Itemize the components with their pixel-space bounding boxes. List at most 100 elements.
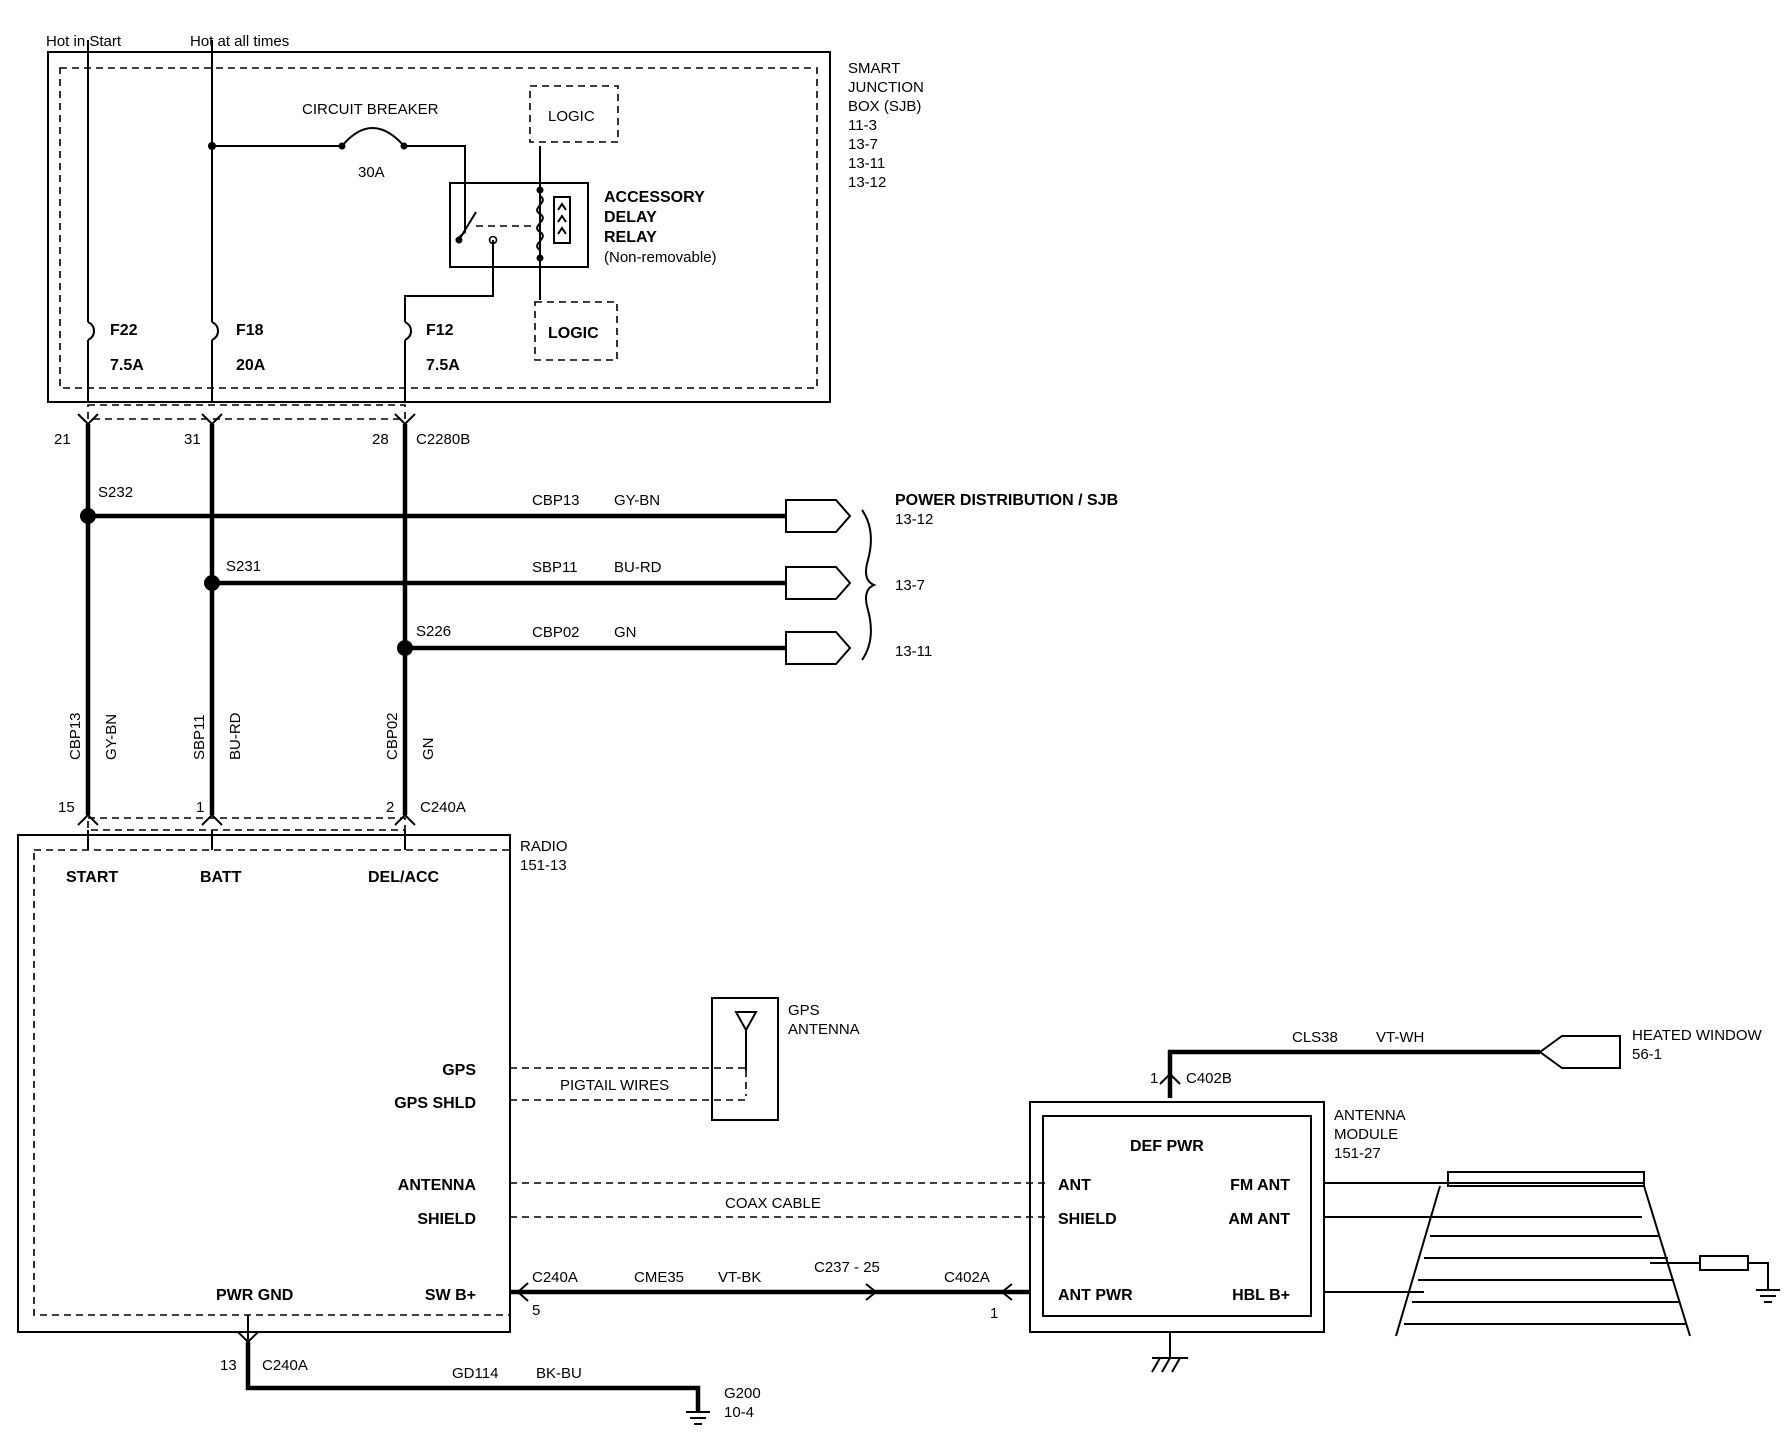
connector-arrow (77, 813, 99, 826)
circuit-label: CBP02 (532, 624, 580, 641)
connector-arrow (516, 1282, 529, 1302)
relay-label-line: DELAY (604, 209, 657, 226)
relay-switch-pivot (455, 236, 463, 244)
radio-module: RADIO 151-13 START BATT DEL/ACC GPS GPS … (17, 834, 568, 1333)
splice-s232-branch: S232 CBP13 GY-BN (80, 484, 852, 533)
connector-arrow (394, 813, 416, 826)
sjb-title-line: SMART (848, 60, 900, 77)
gps-antenna-title: GPS (788, 1002, 820, 1019)
sjb-title-line: 13-11 (848, 155, 885, 172)
antenna-pin-hbl-b: HBL B+ (1232, 1287, 1290, 1304)
antenna-pin-def-pwr: DEF PWR (1130, 1138, 1204, 1155)
fuse-id: F12 (426, 322, 454, 339)
logic-block-bottom (534, 301, 618, 361)
wire-color-label: VT-WH (1376, 1029, 1424, 1046)
connector-label: C402B (1186, 1070, 1232, 1087)
relay-switch-arm (458, 211, 477, 241)
wire-color-label: VT-BK (718, 1269, 761, 1286)
fuse-rating: 20A (236, 357, 266, 374)
wire-color-label: BU-RD (227, 712, 244, 760)
connector-label: C240A (532, 1269, 578, 1286)
wire-color-label: GN (420, 738, 437, 761)
radio-pin-start: START (66, 869, 118, 886)
pin-number: 5 (532, 1302, 540, 1319)
smart-junction-box: Hot in Start Hot at all times SMART JUNC… (46, 33, 924, 403)
page-connector-arrow (1538, 1035, 1621, 1069)
gps-antenna-box (711, 997, 779, 1121)
swb-wire: C240A 5 CME35 VT-BK C237 - 25 C402A 1 (510, 1259, 1030, 1322)
connector-arrow (201, 813, 223, 826)
coax-cable-label: COAX CABLE (725, 1195, 821, 1212)
antenna-pin-fm-ant: FM ANT (1230, 1177, 1290, 1194)
relay-label-line: RELAY (604, 229, 657, 246)
connector-c240a-outline (87, 817, 406, 831)
wire-color-label: BK-BU (536, 1365, 582, 1382)
gps-antenna-title-2: ANTENNA (788, 1021, 860, 1038)
antenna-pin-am-ant: AM ANT (1228, 1211, 1290, 1228)
wire-color-label: GN (614, 624, 637, 641)
circuit-label: CLS38 (1292, 1029, 1338, 1046)
feed-label-hot-in-start: Hot in Start (46, 33, 122, 50)
radio-pin-gps: GPS (442, 1062, 476, 1079)
circuit-label: CME35 (634, 1269, 684, 1286)
relay-diode-block (553, 196, 571, 244)
feed-label-hot-at-all-times: Hot at all times (190, 33, 289, 50)
relay-output-line (404, 240, 494, 322)
splice-id: S226 (416, 623, 451, 640)
grid-ground-lead (1748, 1262, 1769, 1290)
breaker-feed-node (208, 142, 216, 150)
antenna-module: ANTENNA MODULE 151-27 DEF PWR ANT SHIELD… (1029, 1101, 1406, 1373)
logic-label-top: LOGIC (548, 108, 595, 125)
pin-number: 2 (386, 799, 394, 816)
fuse-f22: F22 7.5A (87, 321, 144, 402)
splice-s226-branch: S226 CBP02 GN (397, 623, 852, 665)
radio-pin-gps-shld: GPS SHLD (394, 1095, 476, 1112)
sjb-title-line: 13-12 (848, 174, 886, 191)
gps-antenna: GPS ANTENNA PIGTAIL WIRES (510, 997, 860, 1121)
relay-node (536, 254, 544, 262)
relay-label-line: (Non-removable) (604, 249, 717, 266)
power-distribution-brace (861, 509, 877, 661)
connector-c240a-top-pins: 15 1 2 C240A (58, 799, 466, 850)
window-edge-right (1643, 1185, 1691, 1337)
accessory-delay-relay: ACCESSORY DELAY RELAY (Non-removable) (404, 146, 717, 322)
radio-pin-antenna: ANTENNA (398, 1177, 477, 1194)
pin-number: 21 (54, 431, 71, 448)
fuse-rating: 7.5A (426, 357, 460, 374)
connector-arrow (1000, 1283, 1013, 1301)
antenna-module-title-2: MODULE (1334, 1126, 1398, 1143)
connector-c2280b-pins: 21 31 28 C2280B (54, 413, 470, 448)
antenna-pin-ant-pwr: ANT PWR (1058, 1287, 1133, 1304)
pin-number: 1 (1150, 1070, 1158, 1087)
page-connector-arrow (785, 499, 852, 533)
circuit-label: CBP02 (384, 712, 401, 760)
radio-outer-box (17, 834, 511, 1333)
rear-window-antenna-grid (1324, 1171, 1780, 1337)
fuse-f18: F18 20A (211, 321, 266, 402)
relay-box (449, 182, 589, 268)
page-connector-arrow (785, 631, 852, 665)
power-distribution-title: POWER DISTRIBUTION / SJB (895, 492, 1118, 509)
power-distribution-ref: 13-11 (895, 643, 932, 660)
inline-connector-label: C237 - 25 (814, 1259, 880, 1276)
circuit-breaker-rating: 30A (358, 164, 385, 181)
antenna-module-title: ANTENNA (1334, 1107, 1406, 1124)
power-distribution-ref: 13-7 (895, 577, 925, 594)
heated-window-title: HEATED WINDOW (1632, 1027, 1763, 1044)
ground-label: G200 (724, 1385, 761, 1402)
sjb-title-line: 13-7 (848, 136, 878, 153)
heated-window-wire-line (1167, 1049, 1540, 1098)
connector-label: C402A (944, 1269, 990, 1286)
splice-id: S232 (98, 484, 133, 501)
heated-window-wire: 1 C402B CLS38 VT-WH HEATED WINDOW 56-1 (1150, 1027, 1763, 1098)
antenna-icon (734, 1011, 758, 1070)
fuse-id: F22 (110, 322, 138, 339)
connector-label: C240A (420, 799, 466, 816)
radio-title: RADIO (520, 838, 568, 855)
radio-pin-batt: BATT (200, 869, 242, 886)
splice-id: S231 (226, 558, 261, 575)
relay-node (536, 186, 544, 194)
connector-arrow (1159, 1072, 1181, 1085)
radio-pin-sw-b: SW B+ (425, 1287, 476, 1304)
